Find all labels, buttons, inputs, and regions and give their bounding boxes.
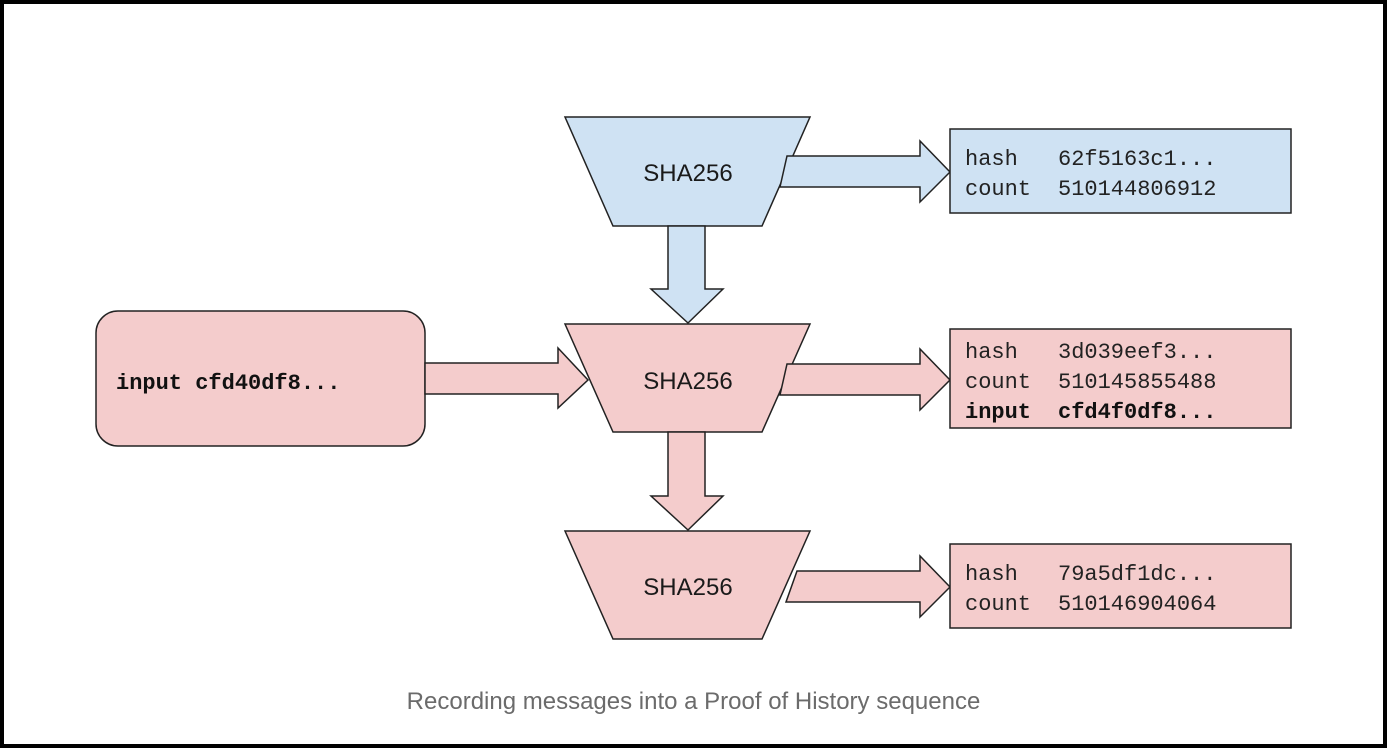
sha256-shape-2: [563, 323, 812, 433]
sha256-unit-3: SHA256: [563, 530, 812, 640]
hash-key: hash: [965, 340, 1018, 365]
output-3-hash-line: hash 79a5df1dc...: [965, 562, 1216, 587]
output-box-2: hash 3d039eef3... count 510145855488 input…: [949, 328, 1292, 429]
sha256-unit-2: SHA256: [563, 323, 812, 433]
count-value: 510145855488: [1058, 370, 1216, 395]
down-arrow-2: [649, 431, 725, 532]
count-key: count: [965, 370, 1031, 395]
sha256-shape-3: [563, 530, 812, 640]
input-arrow: [424, 346, 590, 410]
count-key: count: [965, 592, 1031, 617]
output-1-count-line: count 510144806912: [965, 177, 1216, 202]
output-box-2-shape: [949, 328, 1292, 429]
sha256-unit-1: SHA256: [563, 116, 812, 227]
output-box-3: hash 79a5df1dc... count 510146904064: [949, 543, 1292, 629]
figure-caption: Recording messages into a Proof of Histo…: [406, 688, 981, 715]
hash-value: 3d039eef3...: [1058, 340, 1216, 365]
hash-key: hash: [965, 147, 1018, 172]
sha256-shape-1: [563, 116, 812, 227]
count-key: count: [965, 177, 1031, 202]
output-arrow-1: [779, 139, 952, 204]
output-2-count-line: count 510145855488: [965, 370, 1216, 395]
hash-value: 62f5163c1...: [1058, 147, 1216, 172]
count-value: 510146904064: [1058, 592, 1216, 617]
output-box-1-shape: [949, 128, 1292, 214]
output-arrow-2: [779, 347, 952, 412]
output-3-count-line: count 510146904064: [965, 592, 1216, 617]
output-2-hash-line: hash 3d039eef3...: [965, 340, 1216, 365]
sha256-label-3: SHA256: [643, 574, 732, 601]
input-box-text: input cfd40df8...: [116, 371, 340, 396]
output-box-1: hash 62f5163c1... count 510144806912: [949, 128, 1292, 214]
input-key: input: [965, 400, 1031, 425]
input-message-box: input cfd40df8...: [95, 310, 426, 447]
input-value: cfd4f0df8...: [1058, 400, 1216, 425]
output-box-3-shape: [949, 543, 1292, 629]
count-value: 510144806912: [1058, 177, 1216, 202]
output-1-hash-line: hash 62f5163c1...: [965, 147, 1216, 172]
hash-key: hash: [965, 562, 1018, 587]
hash-value: 79a5df1dc...: [1058, 562, 1216, 587]
sha256-label-1: SHA256: [643, 160, 732, 187]
down-arrow-1: [649, 225, 725, 325]
output-2-input-line: input cfd4f0df8...: [965, 400, 1216, 425]
sha256-label-2: SHA256: [643, 368, 732, 395]
output-arrow-3: [784, 554, 952, 619]
